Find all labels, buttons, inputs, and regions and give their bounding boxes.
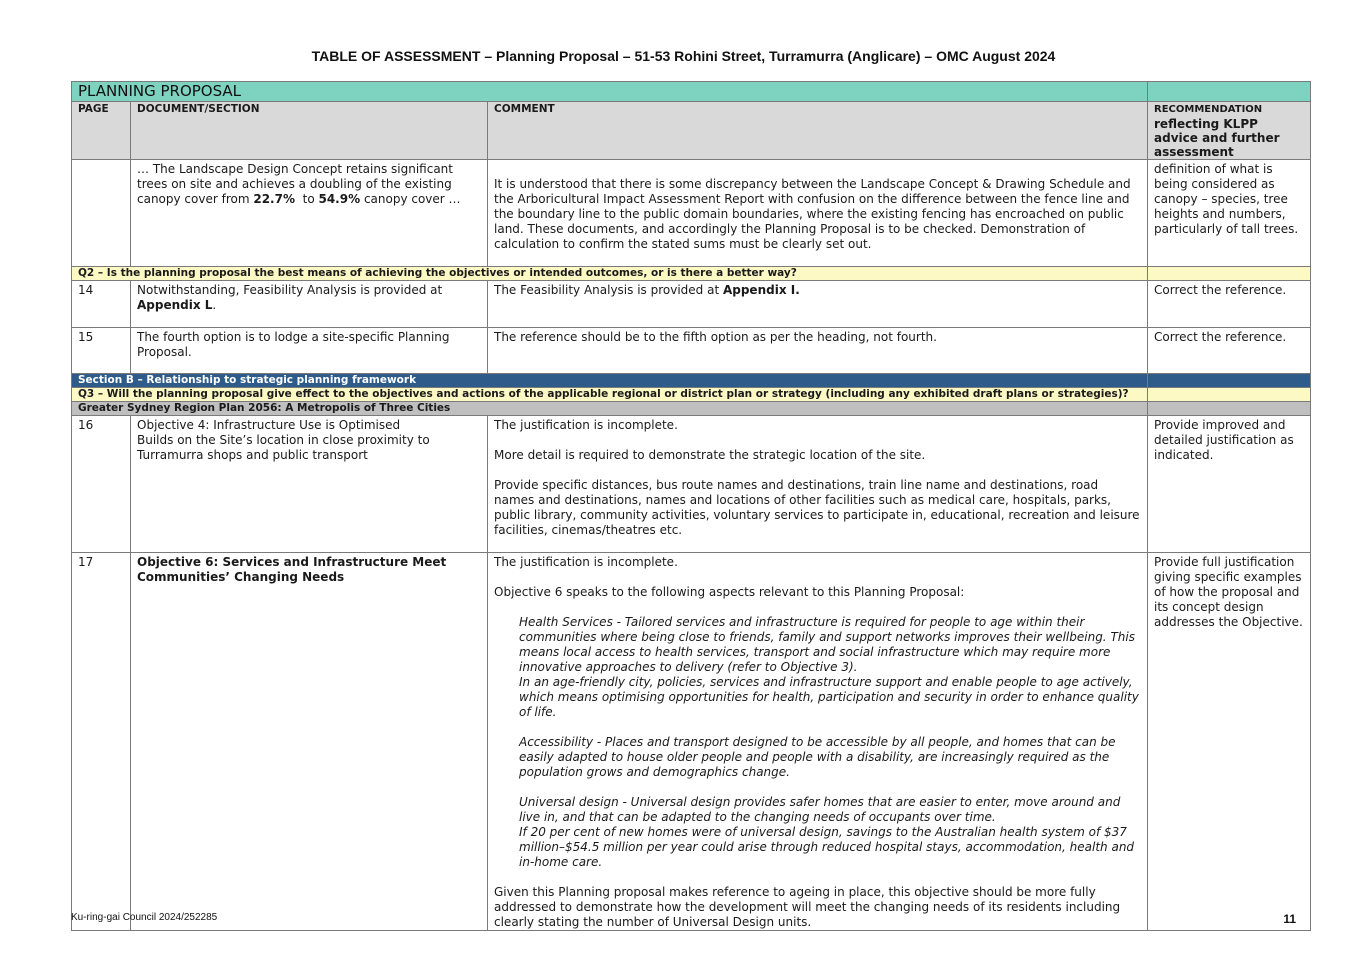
row17-doc-heading: Objective 6: Services and Infrastructure… <box>137 555 447 584</box>
header-document-section: DOCUMENT/SECTION <box>130 101 488 160</box>
row1-doc-suffix: canopy cover … <box>360 192 461 206</box>
region-plan-spacer <box>1147 401 1312 416</box>
row14-page: 14 <box>71 280 131 328</box>
row15-comment: The reference should be to the fifth opt… <box>486 327 1149 374</box>
row14-comment: The Feasibility Analysis is provided at … <box>486 280 1149 328</box>
row16-document: Objective 4: Infrastructure Use is Optim… <box>130 415 488 553</box>
row17-quote-universal-design: Universal design - Universal design prov… <box>519 795 1121 824</box>
row14-document: Notwithstanding, Feasibility Analysis is… <box>130 280 488 328</box>
row14-doc-suffix: . <box>212 298 217 312</box>
row1-page <box>71 159 131 267</box>
row17-quote-health: Health Services - Tailored services and … <box>519 615 1135 674</box>
row17-document: Objective 6: Services and Infrastructure… <box>130 552 488 931</box>
section-b-heading: Section B – Relationship to strategic pl… <box>70 373 1149 388</box>
row16-doc-heading: Objective 4: Infrastructure Use is Optim… <box>137 418 401 432</box>
row17-page: 17 <box>71 552 131 931</box>
row17-comment-last: Given this Planning proposal makes refer… <box>494 885 1121 929</box>
row16-comment-p3: Provide specific distances, bus route na… <box>494 478 1140 537</box>
table-title: PLANNING PROPOSAL <box>70 81 1149 102</box>
row1-doc-bold2: 54.9% <box>318 192 361 206</box>
row17-quote-savings: If 20 per cent of new homes were of univ… <box>519 825 1135 869</box>
row17-comment-p2: Objective 6 speaks to the following aspe… <box>494 585 965 599</box>
row17-quote-age-friendly: In an age-friendly city, policies, servi… <box>519 675 1139 719</box>
row1-document: … The Landscape Design Concept retains s… <box>130 159 488 267</box>
row1-doc-mid: to <box>294 192 319 206</box>
row16-doc-text: Builds on the Site’s location in close p… <box>137 433 430 462</box>
header-recommendation-label: RECOMMENDATION <box>1154 104 1263 115</box>
question-row-q2: Q2 – Is the planning proposal the best m… <box>70 266 1312 281</box>
row14-recommendation: Correct the reference. <box>1147 280 1312 328</box>
header-recommendation-subtitle: reflecting KLPP advice and further asses… <box>1154 117 1280 159</box>
row15-recommendation: Correct the reference. <box>1147 327 1312 374</box>
page-title: TABLE OF ASSESSMENT – Planning Proposal … <box>311 48 1056 64</box>
row17-comment: The justification is incomplete. Objecti… <box>486 552 1149 931</box>
question-q2: Q2 – Is the planning proposal the best m… <box>70 266 1149 281</box>
row15-page: 15 <box>71 327 131 374</box>
footer-page-number: 11 <box>1283 912 1296 926</box>
row16-page: 16 <box>71 415 131 553</box>
row14-doc-bold: Appendix L <box>137 298 213 312</box>
question-q3: Q3 – Will the planning proposal give eff… <box>70 387 1149 402</box>
row14-comment-bold: Appendix I. <box>722 283 800 297</box>
header-row: PAGE DOCUMENT/SECTION COMMENT RECOMMENDA… <box>71 101 1312 160</box>
table-title-spacer <box>1147 81 1312 102</box>
table-row: 16 Objective 4: Infrastructure Use is Op… <box>71 415 1312 553</box>
question-row-q3: Q3 – Will the planning proposal give eff… <box>70 387 1312 402</box>
row17-comment-p1: The justification is incomplete. <box>494 555 678 569</box>
row14-doc-prefix: Notwithstanding, Feasibility Analysis is… <box>137 283 443 297</box>
table-row: 17 Objective 6: Services and Infrastruct… <box>71 552 1312 931</box>
assessment-table: PLANNING PROPOSAL PAGE DOCUMENT/SECTION … <box>70 81 1312 931</box>
row15-document: The fourth option is to lodge a site-spe… <box>130 327 488 374</box>
row16-comment-p2: More detail is required to demonstrate t… <box>494 448 926 462</box>
section-b-row: Section B – Relationship to strategic pl… <box>70 373 1312 388</box>
row1-doc-bold1: 22.7% <box>253 192 295 206</box>
row16-recommendation: Provide improved and detailed justificat… <box>1147 415 1312 553</box>
header-comment: COMMENT <box>486 101 1149 160</box>
question-q2-spacer <box>1147 266 1312 281</box>
question-q3-spacer <box>1147 387 1312 402</box>
row1-comment: It is understood that there is some disc… <box>486 159 1149 267</box>
row14-comment-prefix: The Feasibility Analysis is provided at <box>494 283 723 297</box>
row1-doc-prefix: … The Landscape Design Concept retains s… <box>137 162 453 206</box>
row16-comment: The justification is incomplete. More de… <box>486 415 1149 553</box>
row17-recommendation: Provide full justification giving specif… <box>1147 552 1312 931</box>
table-row: 15 The fourth option is to lodge a site-… <box>71 327 1312 374</box>
table-row: … The Landscape Design Concept retains s… <box>71 159 1312 267</box>
row17-quote-accessibility: Accessibility - Places and transport des… <box>519 735 1116 779</box>
region-plan-heading: Greater Sydney Region Plan 2056: A Metro… <box>70 401 1149 416</box>
table-row: 14 Notwithstanding, Feasibility Analysis… <box>71 280 1312 328</box>
footer-council-ref: Ku-ring-gai Council 2024/252285 <box>71 912 218 923</box>
section-b-spacer <box>1147 373 1312 388</box>
row1-recommendation: definition of what is being considered a… <box>1147 159 1312 267</box>
header-recommendation: RECOMMENDATION reflecting KLPP advice an… <box>1147 101 1312 160</box>
table-title-row: PLANNING PROPOSAL <box>70 81 1312 102</box>
header-page: PAGE <box>71 101 131 160</box>
region-plan-row: Greater Sydney Region Plan 2056: A Metro… <box>70 401 1312 416</box>
row16-comment-p1: The justification is incomplete. <box>494 418 678 432</box>
